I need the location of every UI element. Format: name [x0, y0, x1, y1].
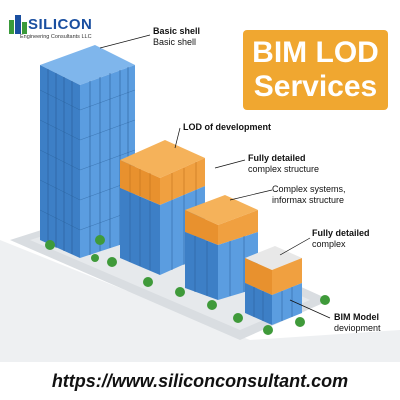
- building-complex-systems: [185, 195, 258, 300]
- callout-fully-detailed-1-title: Fully detailed: [248, 153, 306, 163]
- callout-bim-model-title: BIM Model: [334, 312, 379, 322]
- trees: [45, 235, 330, 335]
- callout-lod-development: LOD of development: [183, 122, 271, 133]
- callout-fully-detailed-1: Fully detailed complex structure: [248, 153, 319, 175]
- tower-basic-shell: [39, 45, 136, 258]
- footer-url-bar: https://www.siliconconsultant.com: [0, 362, 400, 400]
- logo-tagline: Engineering Consultants LLC: [20, 34, 92, 40]
- logo-name: SILICON: [28, 16, 93, 33]
- ground-plane: [0, 240, 400, 362]
- headline-badge: BIM LOD Services: [243, 30, 388, 110]
- callout-complex-systems-line2: informax structure: [272, 195, 345, 205]
- callout-fully-detailed-2-title: Fully detailed: [312, 228, 370, 238]
- headline-line-1: BIM LOD: [252, 36, 379, 69]
- callout-complex-systems: Complex systems, informax structure: [272, 184, 346, 206]
- callout-basic-shell-title: Basic shell: [153, 26, 201, 36]
- headline-line-2: Services: [253, 70, 378, 103]
- callout-fully-detailed-1-sub: complex structure: [248, 164, 320, 174]
- website-url[interactable]: https://www.siliconconsultant.com: [51, 370, 349, 391]
- callout-basic-shell-sub: Basic shell: [153, 37, 197, 47]
- callout-lod-development-text: LOD of development: [183, 122, 272, 132]
- callout-fully-detailed-2-sub: complex: [312, 239, 346, 249]
- callout-bim-model-sub: deviopment: [334, 323, 381, 333]
- callout-lines: [99, 34, 331, 319]
- callout-complex-systems-line1: Complex systems,: [272, 184, 346, 194]
- building-bim-model: [245, 246, 302, 325]
- callout-basic-shell: Basic shell Basic shell: [153, 26, 200, 48]
- callout-bim-model: BIM Model deviopment: [334, 312, 381, 334]
- callout-fully-detailed-2: Fully detailed complex: [312, 228, 370, 250]
- building-logo-icon: [9, 15, 27, 34]
- company-logo: SILICON Engineering Consultants LLC: [6, 8, 126, 40]
